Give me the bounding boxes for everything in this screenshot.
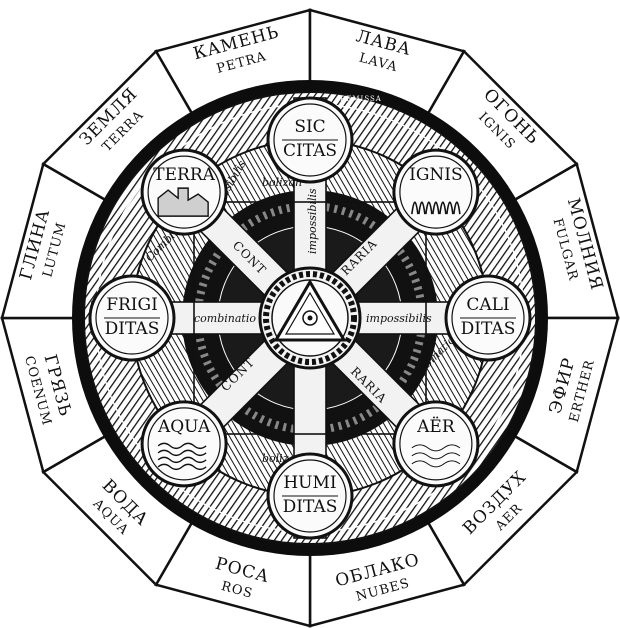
band-label-impossibilis-vertical: impossibilis	[306, 188, 319, 254]
medallion-inner-ring-ignis	[399, 155, 473, 229]
band-square	[193, 201, 427, 435]
medallion-label-frigi-line1: FRIGI	[106, 295, 158, 315]
wave-icon	[157, 456, 207, 464]
eye-in-triangle-icon	[273, 279, 347, 342]
medallion-label-sic-line1: SIC	[294, 117, 325, 137]
band-label-impossibilis: impossibilis	[366, 312, 432, 325]
flame-icon	[446, 201, 454, 215]
flame-icon	[453, 201, 461, 215]
band-label-combinatio: combinatio	[194, 312, 256, 325]
medallion-cali: CALI DITAS	[444, 274, 532, 362]
medallion-label-cali-line1: CALI	[466, 295, 509, 315]
medallion-disc-aer	[392, 400, 480, 488]
medallion-picture-ignis	[411, 201, 461, 215]
ring-text: REMISSA	[340, 95, 382, 103]
medallion-sic: SIC CITAS	[266, 96, 354, 184]
medallion-picture-aer	[411, 444, 461, 468]
cloud-icon	[411, 460, 461, 468]
medallion-inner-ring-aer	[399, 407, 473, 481]
medallion-inner-ring-cali	[451, 281, 525, 355]
flame-icon	[439, 201, 447, 215]
medallion-ring: SIC CITAS IGNIS CALI DITAS AËR HUMI DITAS AQUA FR…	[88, 96, 532, 540]
medallion-humi: HUMI DITAS	[266, 452, 354, 540]
medallion-label-terra-line1: TERRA	[153, 165, 215, 185]
cloud-icon	[411, 452, 461, 460]
medallion-label-cali-line2: DITAS	[461, 319, 516, 339]
castle-icon	[157, 187, 209, 217]
medallion-aqua: AQUA	[140, 400, 228, 488]
medallion-label-aqua-line1: AQUA	[157, 417, 211, 437]
medallion-ignis: IGNIS	[392, 148, 480, 236]
wave-icon	[157, 449, 207, 457]
medallion-inner-ring-sic	[273, 103, 347, 177]
flame-icon	[425, 201, 433, 215]
medallion-frigi: FRIGI DITAS	[88, 274, 176, 362]
medallion-aer: AËR	[392, 400, 480, 488]
medallion-label-aer-line1: AËR	[416, 416, 456, 437]
wave-icon	[157, 463, 207, 471]
cloud-icon	[411, 444, 461, 452]
medallion-label-sic-line2: CITAS	[283, 141, 337, 161]
medallion-inner-ring-humi	[273, 459, 347, 533]
medallion-label-frigi-line2: DITAS	[105, 319, 160, 339]
wave-icon	[157, 442, 207, 450]
medallion-disc-ignis	[392, 148, 480, 236]
medallion-terra: TERRA	[140, 148, 228, 236]
flame-icon	[411, 201, 419, 215]
medallion-label-humi-line2: DITAS	[283, 497, 338, 517]
center-emblem	[258, 266, 362, 370]
medallion-picture-terra	[157, 187, 209, 217]
flame-icon	[432, 201, 440, 215]
medallion-inner-ring-aqua	[147, 407, 221, 481]
medallion-label-humi-line1: HUMI	[283, 473, 336, 493]
medallion-label-ignis-line1: IGNIS	[409, 165, 463, 185]
medallion-picture-aqua	[157, 442, 207, 471]
medallion-inner-ring-frigi	[95, 281, 169, 355]
medallion-inner-ring-terra	[147, 155, 221, 229]
flame-icon	[418, 201, 426, 215]
